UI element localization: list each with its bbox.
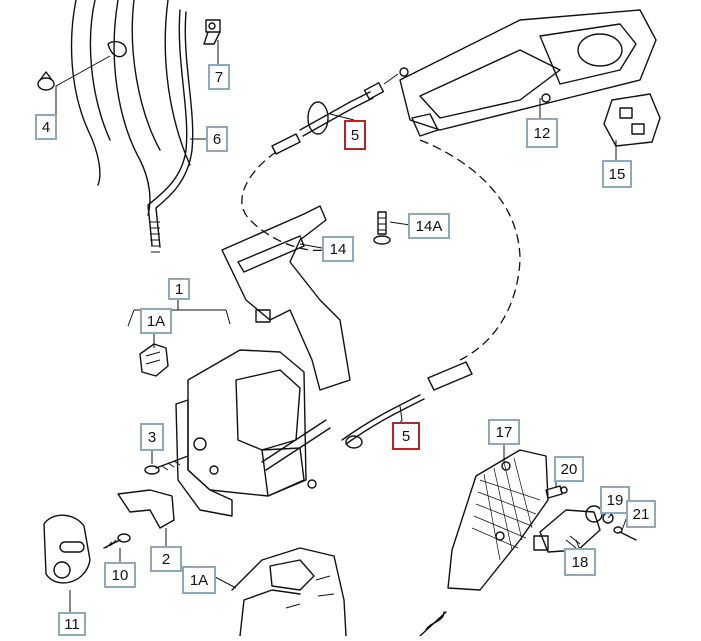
callout-4: 4	[35, 114, 57, 140]
callout-15: 15	[602, 160, 632, 188]
callout-1a-bottom: 1A	[182, 566, 216, 594]
callout-21: 21	[626, 500, 656, 528]
callout-2: 2	[150, 546, 182, 572]
module-carrier-part-17	[447, 449, 549, 591]
screw-part-10	[103, 533, 131, 549]
callout-17: 17	[488, 419, 520, 445]
callout-5-mid: 5	[392, 422, 420, 450]
lock-unit-part-1a	[231, 547, 347, 637]
screw-part-3	[144, 455, 189, 475]
handle-bezel-part-12	[399, 9, 657, 137]
door-trim-outline	[70, 0, 191, 216]
pin-part-20	[545, 485, 568, 499]
callout-14: 14	[322, 236, 354, 262]
rod-part-6	[147, 9, 194, 253]
callout-11: 11	[58, 612, 86, 636]
control-rod-bottom	[419, 611, 447, 637]
plug-part-4	[37, 40, 127, 91]
bolt-part-14a	[373, 211, 391, 245]
lock-housing-part-1	[175, 349, 331, 517]
callout-6: 6	[206, 126, 228, 152]
striker-part-11	[43, 514, 91, 584]
callout-12: 12	[526, 118, 558, 148]
callout-1a-left: 1A	[140, 308, 172, 334]
callout-5-top: 5	[344, 120, 366, 150]
bracket-part-14	[221, 205, 351, 391]
callout-18: 18	[564, 548, 596, 576]
cable-route-dashed	[241, 139, 521, 361]
switch-part-15	[603, 93, 661, 147]
callout-10: 10	[104, 562, 136, 588]
callout-1: 1	[168, 278, 190, 300]
part-1a-actuator-small	[139, 343, 169, 377]
motor-part-18	[533, 505, 603, 553]
callout-7: 7	[208, 64, 230, 90]
callout-14a: 14A	[408, 213, 450, 239]
clip-part-7	[203, 19, 221, 45]
callout-20: 20	[554, 456, 584, 482]
bowden-cable-mid	[307, 361, 473, 489]
callout-3: 3	[140, 423, 164, 451]
bowden-cable-top	[271, 67, 409, 155]
cover-part-2	[117, 489, 175, 529]
